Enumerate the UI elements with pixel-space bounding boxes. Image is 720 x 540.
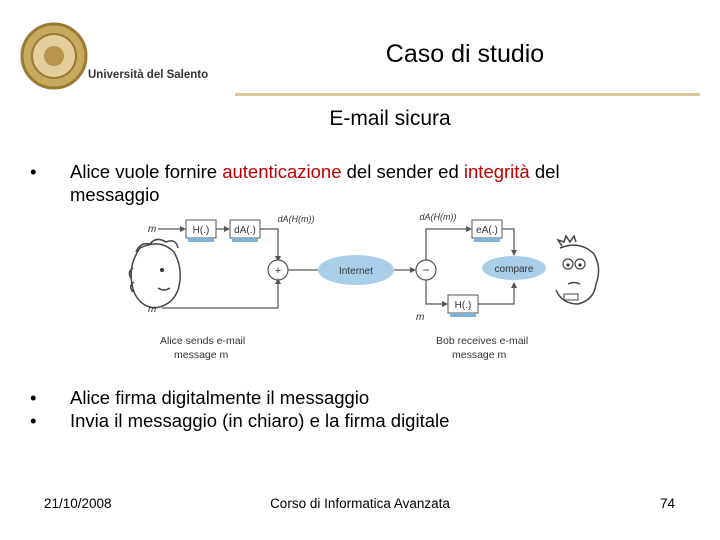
compare-node: [482, 256, 546, 280]
verify-box-label: eA(.): [476, 225, 498, 236]
hash-box-label: H(.): [193, 225, 210, 236]
signature-diagram: m H(.) dA(.) dA(H(m)) + m Internet − dA(…: [128, 212, 600, 361]
hash-box-right-label: H(.): [455, 300, 472, 311]
slide-title: Caso di studio: [385, 40, 545, 68]
bullet-text: Alice firma digitalmente il messaggio: [70, 387, 370, 408]
university-name: Università del Salento: [88, 69, 208, 81]
internet-label: Internet: [339, 266, 373, 277]
alice-caption-line-2: message m: [174, 349, 229, 361]
slide-subtitle: E-mail sicura: [329, 107, 451, 130]
bullet-text-3: del messaggio: [70, 161, 560, 205]
signed-digest-label-right: dA(H(m)): [420, 212, 457, 222]
message-label-bottom-left: m: [148, 304, 156, 315]
university-logo: Università del Salento: [20, 22, 208, 90]
message-label-in: m: [148, 224, 156, 235]
bob-caption-line-1: Bob receives e-mail: [436, 335, 528, 347]
sign-box-label: dA(.): [234, 225, 256, 236]
footer-page-number: 74: [660, 496, 676, 511]
signed-digest-label: dA(H(m)): [278, 214, 315, 224]
message-label-bottom-right: m: [416, 312, 424, 323]
concat-operator: +: [275, 265, 281, 277]
bullet-dot: •: [30, 161, 37, 182]
footer-date: 21/10/2008: [44, 496, 112, 511]
bullet-item: • Alice vuole fornire autenticazione del…: [30, 160, 630, 206]
split-operator: −: [422, 263, 429, 277]
title-divider: [235, 93, 700, 96]
bob-caption-line-2: message m: [452, 349, 507, 361]
bullet-text-1: Alice vuole fornire: [70, 161, 223, 182]
bullet-keyword-integrity: integrità: [463, 161, 530, 182]
alice-figure: [128, 238, 181, 309]
bullet-text-2: del sender ed: [341, 161, 464, 182]
bullet-item: • Alice firma digitalmente il messaggio: [30, 386, 630, 409]
bullet-dot: •: [30, 387, 37, 408]
bullet-dot: •: [30, 410, 37, 431]
bullet-list-bottom: • Alice firma digitalmente il messaggio …: [30, 386, 630, 432]
internet-cloud: [318, 255, 394, 285]
bullet-list-top: • Alice vuole fornire autenticazione del…: [30, 160, 630, 206]
bullet-text: Invia il messaggio (in chiaro) e la firm…: [70, 410, 450, 431]
footer-course: Corso di Informatica Avanzata: [270, 496, 450, 511]
compare-label: compare: [495, 264, 534, 275]
bob-figure: [555, 234, 600, 305]
bullet-keyword-authentication: autenticazione: [222, 161, 342, 182]
bullet-item: • Invia il messaggio (in chiaro) e la fi…: [30, 409, 630, 432]
alice-caption-line-1: Alice sends e-mail: [160, 335, 245, 347]
